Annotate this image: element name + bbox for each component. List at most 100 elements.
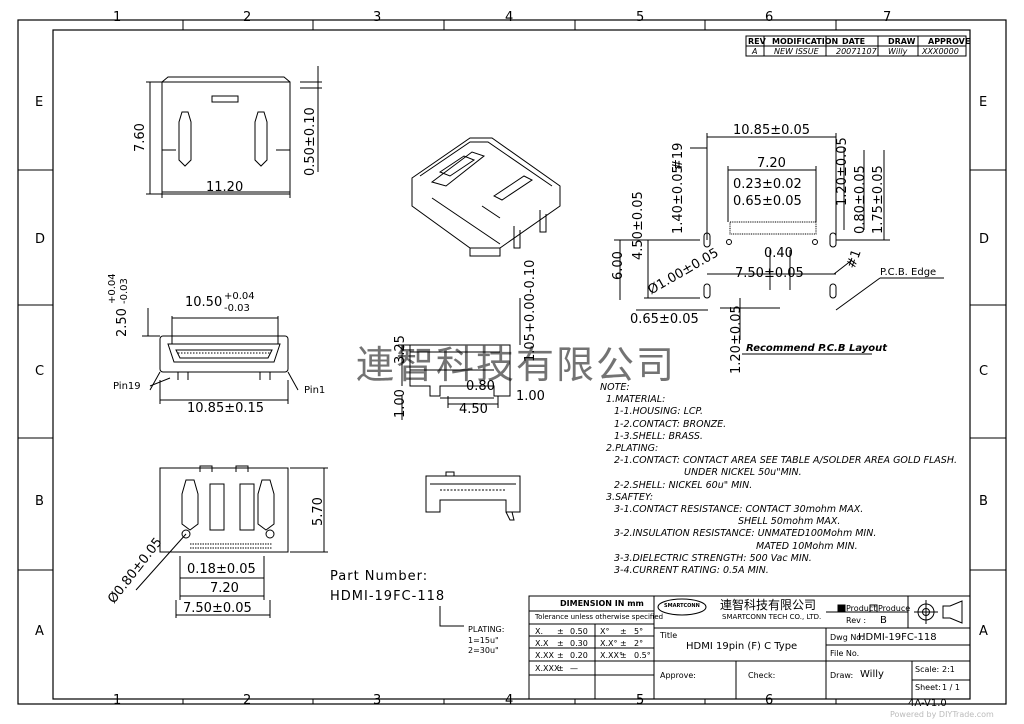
front-height-tol-plus: +0.04 (107, 273, 118, 304)
grid-col-1: 1 (113, 10, 122, 25)
grid-row-c: C (35, 364, 45, 379)
title-value: HDMI 19pin (F) C Type (686, 641, 798, 652)
profile-dim-100-right: 1.00 (516, 389, 545, 404)
tolerance-note: Tolerance unless otherwise specified (535, 613, 664, 621)
tol-r4-c2: ± (557, 664, 564, 673)
tol-r2-c5: ± (620, 639, 627, 648)
grid-col-1-bottom: 1 (113, 693, 122, 708)
tol-r2-c3: 0.30 (570, 639, 588, 648)
product-label: Product (846, 604, 877, 613)
tol-r3-c2: ± (557, 651, 564, 660)
side-view-outline (146, 66, 322, 198)
footer-watermark: Powered by DIYTrade.com (890, 710, 994, 719)
pin1-label: Pin1 (304, 385, 326, 396)
pcb-layout (614, 133, 944, 355)
tol-r1-c6: 5° (634, 627, 644, 636)
front-height-dim: 2.50 (115, 308, 130, 337)
scale-value: 2:1 (942, 665, 955, 674)
note-line: MATED 10Mohm MIN. (756, 540, 858, 552)
tol-r2-c2: ± (557, 639, 564, 648)
pcb-caption: Recommend P.C.B Layout (746, 343, 888, 354)
rev-value: B (880, 615, 887, 626)
bottom-overall-dim: 7.50±0.05 (183, 601, 252, 616)
plating-leader (439, 606, 464, 627)
form-code: 4A-V1.0 (908, 698, 947, 709)
bottom-span-dim: 7.20 (210, 581, 239, 596)
tol-r1-c5: ± (620, 627, 627, 636)
note-line: 1-1.HOUSING: LCP. (614, 406, 703, 418)
grid-col-4: 4 (505, 10, 514, 25)
bottom-height-dim: 5.70 (311, 497, 326, 526)
notes-block: NOTE: 1.MATERIAL: 1-1.HOUSING: LCP. 1-2.… (600, 382, 957, 577)
tol-r2-c1: X.X (535, 639, 549, 648)
grid-col-6-bottom: 6 (765, 693, 774, 708)
rev-label: Rev : (846, 616, 867, 625)
rev-header-rev: REV (748, 37, 766, 46)
pin19-label: Pin19 (113, 381, 141, 392)
scale-label: Scale: (915, 665, 940, 674)
pcb-dim-750: 7.50±0.05 (735, 266, 804, 281)
note-line: 2-2.SHELL: NICKEL 60u" MIN. (614, 479, 753, 491)
pcb-dim-040: 0.40 (764, 246, 793, 261)
grid-col-3-bottom: 3 (373, 693, 382, 708)
company-logo: SMARTCONN (664, 603, 700, 609)
outer-border (17, 19, 1007, 705)
tol-r1-c3: 0.50 (570, 627, 588, 636)
tol-r3-c6: 0.5° (634, 651, 651, 660)
side-tab-dim: 0.50±0.10 (303, 107, 318, 176)
note-line: 3.SAFTEY: (606, 491, 654, 503)
note-line: 1.MATERIAL: (606, 394, 666, 406)
pcb-edge-label: P.C.B. Edge (880, 267, 937, 278)
note-line: 1-3.SHELL: BRASS. (614, 430, 703, 442)
plating-option-1: 1=15u" (468, 636, 499, 645)
front-view (142, 308, 299, 404)
pcb-dim-023: 0.23±0.02 (733, 177, 802, 192)
grid-row-b-right: B (979, 494, 988, 509)
pcb-dim-080: 0.80±0.05 (853, 165, 868, 234)
pcb-dim-1085: 10.85±0.05 (733, 123, 811, 138)
grid-row-d: D (35, 232, 46, 247)
rev-header-modification: MODIFICATION (772, 37, 839, 46)
tol-r3-c5: ± (620, 651, 627, 660)
draw-value: Willy (860, 669, 884, 680)
bottom-pitch-dim: 0.18±0.05 (187, 562, 256, 577)
front-height-tol-minus: -0.03 (119, 278, 130, 304)
revision-table-lines (745, 35, 967, 57)
pcb-dim-175: 1.75±0.05 (871, 165, 886, 234)
pcb-dim-065-bottom: 0.65±0.05 (630, 312, 699, 327)
dwg-label: Dwg No. (830, 633, 864, 642)
title-block-lines (528, 595, 971, 700)
front-width-tol-minus: -0.03 (224, 303, 250, 314)
note-line: 1-2.CONTACT: BRONZE. (614, 418, 727, 430)
company-name: 連智科技有限公司 (720, 598, 817, 612)
rev-cell-rev: A (752, 47, 758, 56)
grid-col-7: 7 (883, 10, 892, 25)
rev-cell-draw: Willy (888, 47, 908, 56)
pcb-dim-720: 7.20 (757, 156, 786, 171)
dwg-value: HDMI-19FC-118 (858, 632, 937, 643)
note-line: SHELL 50mohm MAX. (738, 516, 841, 528)
grid-col-5-bottom: 5 (636, 693, 645, 708)
grid-row-a: A (35, 624, 44, 639)
profile-dim-450: 4.50 (459, 402, 488, 417)
dimension-header: DIMENSION IN mm (560, 599, 644, 608)
isometric-view (411, 137, 561, 257)
side-height-dim: 7.60 (133, 123, 148, 152)
tol-r1-c4: X° (600, 627, 610, 636)
note-line: 3-3.DIELECTRIC STRENGTH: 500 Vac MIN. (614, 552, 812, 564)
rev-header-date: DATE (842, 37, 866, 46)
grid-col-6: 6 (765, 10, 774, 25)
profile-view (398, 298, 521, 420)
note-line: 2.PLATING: (606, 443, 659, 455)
grid-row-b: B (35, 494, 44, 509)
profile-dim-100-left: 1.00 (393, 389, 408, 418)
grid-col-3: 3 (373, 10, 382, 25)
grid-col-2: 2 (243, 10, 252, 25)
pcb-dim-065-top: 0.65±0.05 (733, 194, 802, 209)
note-line: 3-1.CONTACT RESISTANCE: CONTACT 30mohm M… (614, 504, 864, 516)
rev-header-approve: APPROVE (928, 37, 971, 46)
tol-r2-c4: X.X° (600, 639, 618, 648)
tol-r2-c6: 2° (634, 639, 644, 648)
